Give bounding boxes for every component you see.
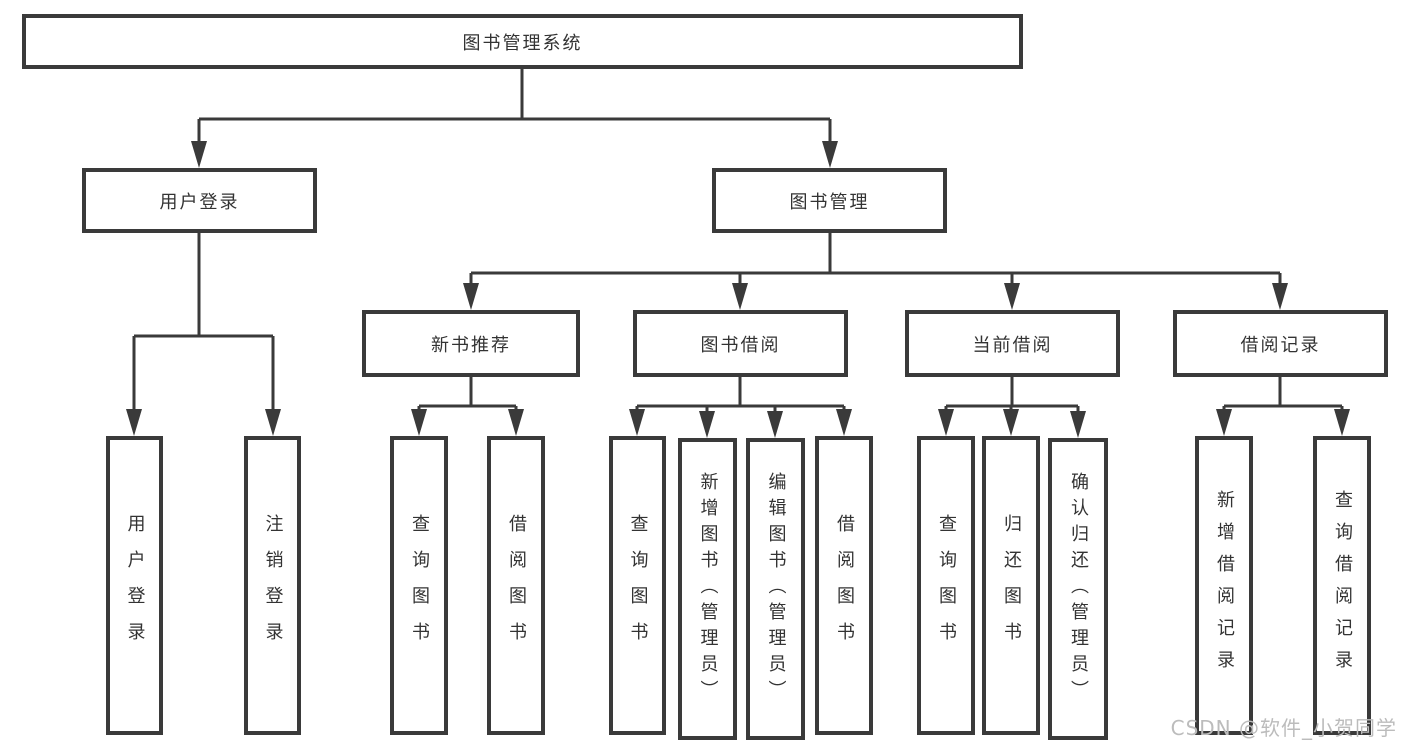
leaf-label: 借阅图书 bbox=[506, 513, 527, 658]
leaf-label: 查询借阅记录 bbox=[1332, 489, 1353, 682]
leaf-logout: 注销登录 bbox=[244, 436, 301, 735]
leaf-label: 注销登录 bbox=[262, 513, 284, 658]
leaf-return-books: 归还图书 bbox=[982, 436, 1040, 735]
node-book-borrowing: 图书借阅 bbox=[633, 310, 848, 377]
node-label: 图书管理系统 bbox=[462, 32, 583, 54]
leaf-query-books-recommend: 查询图书 bbox=[390, 436, 448, 735]
node-user-login: 用户登录 bbox=[82, 168, 317, 233]
node-label: 图书借阅 bbox=[700, 334, 781, 356]
leaf-query-books-current: 查询图书 bbox=[917, 436, 975, 735]
leaf-query-books-borrow: 查询图书 bbox=[609, 436, 666, 735]
node-book-management: 图书管理 bbox=[712, 168, 947, 233]
leaf-user-login: 用户登录 bbox=[106, 436, 163, 735]
node-label: 当前借阅 bbox=[972, 334, 1053, 356]
leaf-edit-books-admin: 编辑图书（管理员） bbox=[746, 438, 805, 740]
leaf-label: 用户登录 bbox=[124, 513, 146, 658]
leaf-add-books-admin: 新增图书（管理员） bbox=[678, 438, 737, 740]
node-library-management-system: 图书管理系统 bbox=[22, 14, 1023, 69]
csdn-watermark: CSDN @软件_小贺同学 bbox=[1170, 716, 1397, 740]
leaf-label: 查询图书 bbox=[936, 513, 957, 658]
leaf-label: 借阅图书 bbox=[834, 513, 855, 658]
leaf-label: 新增图书（管理员） bbox=[697, 472, 719, 706]
node-label: 新书推荐 bbox=[431, 334, 511, 356]
node-label: 图书管理 bbox=[789, 191, 870, 213]
leaf-borrow-books: 借阅图书 bbox=[815, 436, 873, 735]
leaf-label: 确认归还（管理员） bbox=[1068, 472, 1089, 706]
node-new-book-recommend: 新书推荐 bbox=[362, 310, 580, 377]
node-label: 借阅记录 bbox=[1240, 334, 1321, 356]
leaf-label: 归还图书 bbox=[1001, 513, 1022, 658]
leaf-borrow-books-recommend: 借阅图书 bbox=[487, 436, 545, 735]
leaf-label: 新增借阅记录 bbox=[1214, 489, 1235, 682]
arrowheads bbox=[126, 141, 1350, 438]
node-borrowing-records: 借阅记录 bbox=[1173, 310, 1388, 377]
leaf-label: 查询图书 bbox=[627, 513, 649, 658]
leaf-label: 查询图书 bbox=[409, 513, 430, 658]
leaf-confirm-return-admin: 确认归还（管理员） bbox=[1048, 438, 1108, 740]
leaf-label: 编辑图书（管理员） bbox=[765, 472, 787, 706]
node-label: 用户登录 bbox=[159, 191, 240, 213]
leaf-add-borrow-record: 新增借阅记录 bbox=[1195, 436, 1253, 735]
leaf-query-borrow-record: 查询借阅记录 bbox=[1313, 436, 1371, 735]
node-current-borrowing: 当前借阅 bbox=[905, 310, 1120, 377]
